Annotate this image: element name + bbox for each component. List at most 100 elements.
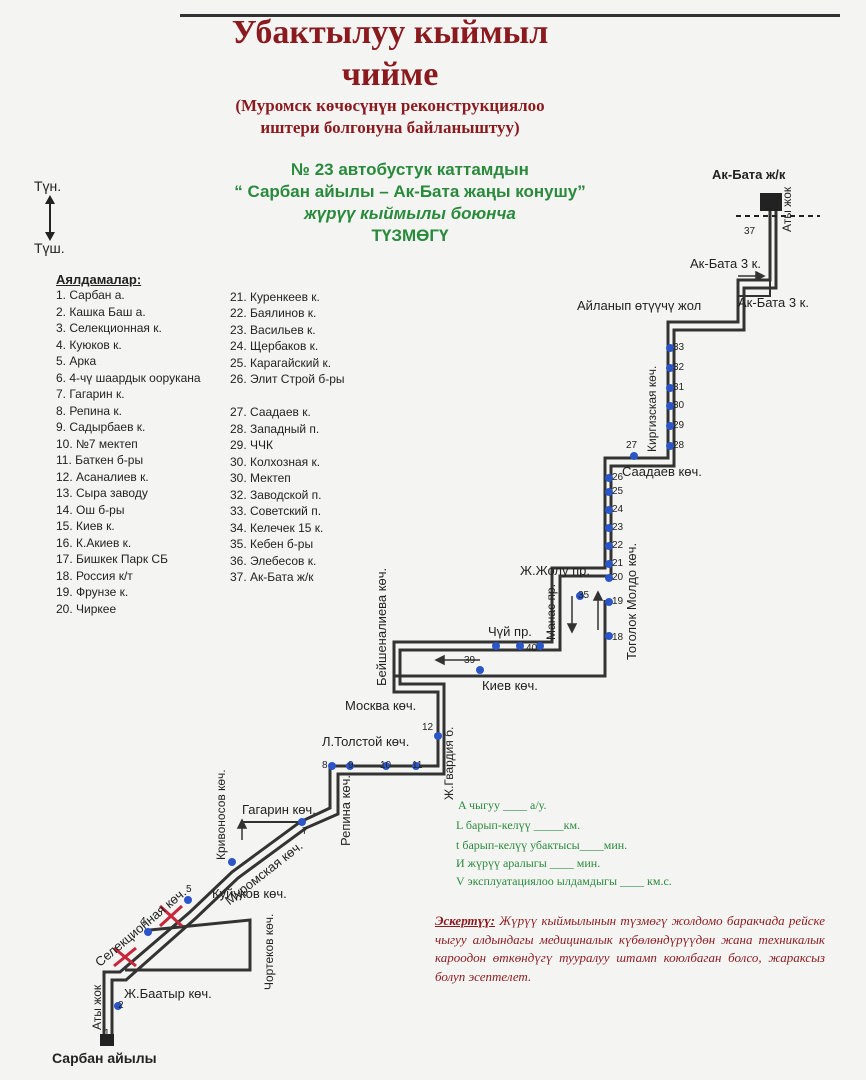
stop-number-37: 37 <box>744 226 756 237</box>
stop-number-27: 27 <box>626 440 638 451</box>
label-sarban: Сарбан айылы <box>52 1050 157 1066</box>
label-chortekov: Чортеков көч. <box>262 913 276 990</box>
stops-list-middle: . 21. Куренкеев к.22. Баялинов к.23. Вас… <box>230 272 345 586</box>
stop-list-item: 19. Фрунзе к. <box>56 585 129 599</box>
label-moskva: Москва көч. <box>345 698 417 713</box>
stop-list-item: 22. Баялинов к. <box>230 306 317 320</box>
stop-list-item: 1. Сарбан а. <box>56 288 125 302</box>
stop-list-item: 7. Гагарин к. <box>56 387 125 401</box>
label-repina: Репина көч. <box>338 775 353 846</box>
stop-number-8: 8 <box>322 760 328 771</box>
stop-list-item: 33. Советский п. <box>230 504 322 518</box>
stop-number-2: 2 <box>118 1000 124 1011</box>
label-l-tolstoy: Л.Толстой көч. <box>322 734 410 749</box>
label-ak-bata-3b: Ак-Бата 3 к. <box>738 295 809 310</box>
stop-list-item: 9. Садырбаев к. <box>56 420 146 434</box>
label-beishenalieva: Бейшеналиева көч. <box>374 567 389 686</box>
label-kiev: Киев көч. <box>482 678 538 693</box>
stop-list-item: 30. Колхозная к. <box>230 454 321 469</box>
label-aty-jok-bottom: Аты жок <box>90 984 104 1030</box>
stop-list-item: 15. Киев к. <box>56 519 115 533</box>
label-gagarin: Гагарин көч. <box>242 802 316 817</box>
stop-list-item: 12. Асаналиев к. <box>56 469 149 484</box>
label-aty-jok-top: Аты жок <box>780 186 794 232</box>
stop-list-item: 34. Келечек 15 к. <box>230 520 324 535</box>
stop-list-item: 13. Сыра заводу <box>56 486 148 500</box>
stop-list-item: 30. Мектеп <box>230 471 291 485</box>
stop-number-29: 29 <box>673 420 685 431</box>
stop-list-item: 35. Кебен б-ры <box>230 537 314 551</box>
label-manas: Манас пр. <box>544 584 558 640</box>
stop-list-item: 37. Ак-Бата ж/к <box>230 570 314 584</box>
stop-number-19: 19 <box>612 596 624 607</box>
route-title-line2: “ Сарбан айылы – Ак-Бата жаңы конушу” <box>234 182 586 201</box>
label-krivonosov: Кривоносов көч. <box>214 769 228 860</box>
stop-number-24: 24 <box>612 504 624 515</box>
stop-list-item: 36. Элебесов к. <box>230 553 317 568</box>
info-departures: A чыгуу ____ а/у. <box>458 798 547 812</box>
stop-number-18: 18 <box>612 632 624 643</box>
stop-number-7: 7 <box>302 826 308 837</box>
stop-list-item: 28. Западный п. <box>230 421 320 436</box>
route-title-line4: ТҮЗМӨГҮ <box>371 226 449 245</box>
stop-list-item: 21. Куренкеев к. <box>230 289 320 304</box>
label-kuiukov: Куйүков көч. <box>212 886 287 901</box>
route-title-line3: жүрүү кыймылы боюнча <box>304 204 516 223</box>
stop-list-item: 8. Репина к. <box>56 403 122 418</box>
stop-list-item: 5. Арка <box>56 354 97 368</box>
stops-heading: Аялдамалар: <box>56 272 142 287</box>
compass-south: Түш. <box>34 240 65 256</box>
stop-list-item: 26. Элит Строй б-ры <box>230 372 345 386</box>
stop-number-28: 28 <box>673 440 685 451</box>
stop-number-31: 31 <box>673 382 685 393</box>
stop-list-item: 27. Саадаев к. <box>230 405 311 419</box>
stop-number-22: 22 <box>612 540 624 551</box>
info-interval: И жүрүү аралыгы ____ мин. <box>456 856 601 870</box>
stop-number-1: 1 <box>104 1028 110 1039</box>
stop-number-21: 21 <box>612 558 624 569</box>
label-zh-zholu: Ж.Жолу пр. <box>520 563 590 578</box>
label-chui: Чүй пр. <box>488 624 532 639</box>
stop-list-item: 18. Россия к/т <box>56 568 133 583</box>
stop-list-item: 6. 4-чү шаардык оорукана <box>56 370 201 385</box>
compass-north: Түн. <box>34 178 62 194</box>
label-togolok-moldo: Тоголок Молдо көч. <box>624 542 639 660</box>
stop-number-39: 39 <box>464 655 476 666</box>
label-saadaev: Саадаев көч. <box>622 464 702 479</box>
top-rule <box>180 14 840 17</box>
stop-number-40: 40 <box>526 643 538 654</box>
kiev-loop <box>394 600 607 678</box>
stop-list-item: 25. Карагайский к. <box>230 355 332 370</box>
stop-number-32: 32 <box>673 362 685 373</box>
info-speed: V эксплуатациялоо ылдамдыгы ____ км.с. <box>456 874 672 888</box>
stop-list-item: 10. №7 мектеп <box>56 436 138 451</box>
stop-number-11: 11 <box>412 760 423 771</box>
chortekov-loop <box>125 918 252 972</box>
stop-number-26: 26 <box>612 472 624 483</box>
stop-number-4: 4 <box>140 916 146 927</box>
stop-list-item: 14. Ош б-ры <box>56 502 125 517</box>
label-zh-gvardiya: Ж.Гвардия б. <box>442 726 456 800</box>
terminal-sarban <box>100 1034 114 1046</box>
route-title-line1: № 23 автобустук каттамдын <box>291 160 529 179</box>
stop-list-item: 11. Баткен б-ры <box>56 453 144 467</box>
label-kirgizskaya: Киргизская көч. <box>645 365 659 452</box>
label-ak-bata: Ак-Бата ж/к <box>712 167 786 182</box>
note: Эскертүү: Жүрүү кыймылынын түзмөгү жолдо… <box>435 912 825 986</box>
stop-list-item: 23. Васильев к. <box>230 322 316 337</box>
stop-number-33: 33 <box>673 342 685 353</box>
info-length: L барып-келүү _____км. <box>456 818 581 832</box>
stop-list-item: 4. Куюков к. <box>56 337 122 352</box>
stop-number-12: 12 <box>422 722 434 733</box>
stop-number-25: 25 <box>612 486 624 497</box>
stop-number-35: 35 <box>578 590 590 601</box>
stop-list-item: 20. Чиркее <box>56 601 117 616</box>
stop-number-10: 10 <box>380 760 392 771</box>
terminal-ak-bata <box>760 193 782 211</box>
label-ak-bata-3a: Ак-Бата 3 к. <box>690 256 761 271</box>
north-south-arrow-icon <box>45 195 55 241</box>
stop-number-9: 9 <box>348 760 354 771</box>
stop-dots <box>114 344 674 1010</box>
closed-road-marks <box>113 904 184 968</box>
